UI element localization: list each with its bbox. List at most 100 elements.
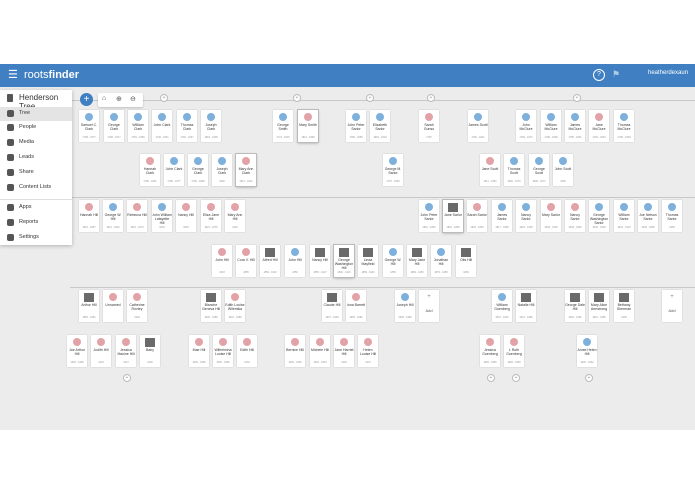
tree-title[interactable]: Henderson Tree — [0, 90, 72, 111]
expand-branch-icon[interactable]: + — [293, 94, 301, 102]
expand-branch-icon[interactable]: + — [123, 374, 131, 382]
hamburger-menu-icon[interactable]: ☰ — [8, 69, 18, 81]
expand-branch-icon[interactable]: + — [427, 94, 435, 102]
flag-icon[interactable]: ⚑ — [612, 69, 621, 79]
expand-branch-icon[interactable]: + — [585, 374, 593, 382]
nav-item-people[interactable]: People — [0, 121, 72, 135]
nav-item-share[interactable]: Share — [0, 166, 72, 180]
expand-branch-icon[interactable]: + — [573, 94, 581, 102]
help-icon[interactable]: ? — [593, 69, 605, 81]
expand-branch-icon[interactable]: + — [512, 374, 520, 382]
nav-item-settings[interactable]: Settings — [0, 231, 72, 245]
add-person-button[interactable]: + — [80, 93, 93, 106]
nav-item-tree[interactable]: Tree — [0, 107, 72, 121]
expand-branch-icon[interactable]: + — [160, 94, 168, 102]
nav-item-leads[interactable]: Leads — [0, 151, 72, 165]
expand-branch-icon[interactable]: + — [366, 94, 374, 102]
home-icon[interactable]: ⌂ — [102, 95, 107, 102]
person-card[interactable]: Unnamed — [103, 290, 123, 322]
nav-item-content-lists[interactable]: Content Lists — [0, 181, 72, 195]
expand-branch-icon[interactable]: + — [487, 374, 495, 382]
zoom-in-icon[interactable]: ⊕ — [116, 96, 122, 103]
nav-item-media[interactable]: Media — [0, 136, 72, 150]
user-menu[interactable]: heatherdexaun — [648, 70, 689, 76]
